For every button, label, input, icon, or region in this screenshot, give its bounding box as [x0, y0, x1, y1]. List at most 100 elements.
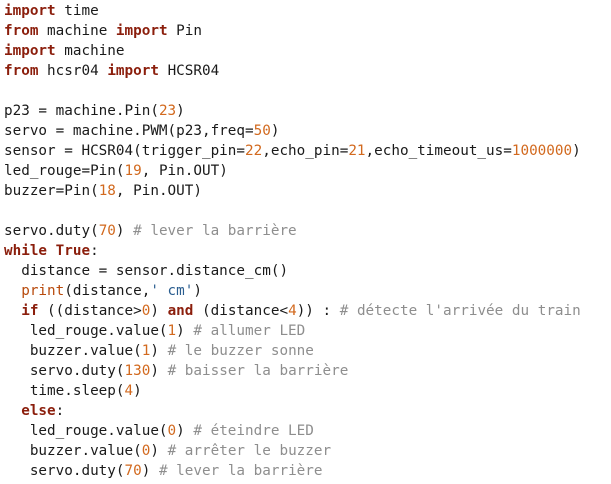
- code-line[interactable]: import machine: [4, 41, 611, 61]
- code-token: ,echo_pin=: [262, 143, 349, 159]
- number-token: 19: [124, 163, 142, 179]
- code-token: ): [176, 323, 194, 339]
- code-line[interactable]: print(distance,' cm'): [4, 281, 611, 301]
- keyword-token: import: [107, 63, 159, 79]
- code-token: buzzer.value(: [4, 343, 142, 359]
- code-line[interactable]: from hcsr04 import HCSR04: [4, 61, 611, 81]
- code-token: machine: [55, 43, 125, 59]
- keyword-token: True: [55, 243, 91, 259]
- code-token: led_rouge=Pin(: [4, 163, 125, 179]
- code-token: ): [150, 303, 168, 319]
- code-token: :: [90, 243, 99, 259]
- code-token: HCSR04: [158, 63, 220, 79]
- string-token: ' cm': [150, 283, 194, 299]
- code-line[interactable]: [4, 81, 611, 101]
- comment-token: # arrêter le buzzer: [167, 443, 332, 459]
- code-line[interactable]: p23 = machine.Pin(23): [4, 101, 611, 121]
- number-token: 0: [167, 423, 177, 439]
- code-token: ): [270, 123, 280, 139]
- code-token: buzzer=Pin(: [4, 183, 99, 199]
- code-line[interactable]: buzzer.value(0) # arrêter le buzzer: [4, 441, 611, 461]
- code-token: , Pin.OUT): [115, 183, 202, 199]
- keyword-token: else: [21, 403, 56, 419]
- code-line[interactable]: buzzer.value(1) # le buzzer sonne: [4, 341, 611, 361]
- number-token: 0: [141, 303, 151, 319]
- keyword-token: while: [4, 243, 48, 259]
- code-token: ): [150, 443, 168, 459]
- number-token: 70: [124, 463, 142, 479]
- code-token: hcsr04: [38, 63, 108, 79]
- number-token: 50: [253, 123, 271, 139]
- keyword-token: and: [167, 303, 194, 319]
- code-token: [4, 403, 21, 419]
- code-token: [47, 243, 56, 259]
- code-line[interactable]: from machine import Pin: [4, 21, 611, 41]
- code-line[interactable]: led_rouge.value(1) # allumer LED: [4, 321, 611, 341]
- number-token: 1: [167, 323, 177, 339]
- code-line[interactable]: if ((distance>0) and (distance<4)) : # d…: [4, 301, 611, 321]
- code-token: ): [176, 103, 185, 119]
- comment-token: # détecte l'arrivée du train: [339, 303, 581, 319]
- code-token: ): [141, 463, 159, 479]
- code-token: machine: [38, 23, 116, 39]
- code-token: ): [150, 363, 168, 379]
- number-token: 4: [288, 303, 297, 319]
- builtin-token: print: [21, 283, 65, 299]
- code-token: servo = machine.PWM(p23,freq=: [4, 123, 254, 139]
- code-token: , Pin.OUT): [141, 163, 228, 179]
- code-token: time: [55, 3, 99, 19]
- code-line[interactable]: time.sleep(4): [4, 381, 611, 401]
- code-line[interactable]: led_rouge=Pin(19, Pin.OUT): [4, 161, 611, 181]
- code-token: led_rouge.value(: [4, 423, 168, 439]
- code-token: buzzer.value(: [4, 443, 142, 459]
- code-token: ): [150, 343, 168, 359]
- code-token: ,echo_timeout_us=: [365, 143, 512, 159]
- code-token: )) :: [296, 303, 340, 319]
- number-token: 4: [124, 383, 134, 399]
- code-line[interactable]: sensor = HCSR04(trigger_pin=22,echo_pin=…: [4, 141, 611, 161]
- code-token: ((distance>: [38, 303, 142, 319]
- code-token: led_rouge.value(: [4, 323, 168, 339]
- number-token: 21: [348, 143, 366, 159]
- code-line[interactable]: servo = machine.PWM(p23,freq=50): [4, 121, 611, 141]
- code-token: ): [133, 383, 142, 399]
- number-token: 18: [98, 183, 116, 199]
- code-token: p23 = machine.Pin(: [4, 103, 159, 119]
- code-token: (distance<: [193, 303, 289, 319]
- code-line[interactable]: import time: [4, 1, 611, 21]
- code-line[interactable]: led_rouge.value(0) # éteindre LED: [4, 421, 611, 441]
- code-token: [4, 283, 21, 299]
- code-line[interactable]: while True:: [4, 241, 611, 261]
- code-line[interactable]: else:: [4, 401, 611, 421]
- comment-token: # lever la barrière: [133, 223, 297, 239]
- number-token: 1000000: [511, 143, 573, 159]
- code-token: Pin: [167, 23, 202, 39]
- comment-token: # baisser la barrière: [167, 363, 349, 379]
- comment-token: # lever la barrière: [158, 463, 323, 479]
- code-token: :: [55, 403, 65, 419]
- comment-token: # éteindre LED: [193, 423, 314, 439]
- code-line[interactable]: [4, 201, 611, 221]
- keyword-token: if: [21, 303, 39, 319]
- code-token: ): [176, 423, 194, 439]
- number-token: 130: [124, 363, 151, 379]
- keyword-token: from: [4, 23, 39, 39]
- keyword-token: import: [4, 43, 56, 59]
- code-line[interactable]: servo.duty(70) # lever la barrière: [4, 221, 611, 241]
- code-token: sensor = HCSR04(trigger_pin=: [4, 143, 246, 159]
- code-line[interactable]: servo.duty(70) # lever la barrière: [4, 461, 611, 481]
- comment-token: # le buzzer sonne: [167, 343, 314, 359]
- code-token: ): [572, 143, 581, 159]
- number-token: 22: [245, 143, 263, 159]
- code-token: (distance,: [64, 283, 151, 299]
- keyword-token: import: [115, 23, 168, 39]
- code-line[interactable]: distance = sensor.distance_cm(): [4, 261, 611, 281]
- code-token: time.sleep(: [4, 383, 125, 399]
- code-token: [4, 303, 21, 319]
- code-line[interactable]: buzzer=Pin(18, Pin.OUT): [4, 181, 611, 201]
- number-token: 23: [158, 103, 177, 119]
- code-line[interactable]: servo.duty(130) # baisser la barrière: [4, 361, 611, 381]
- code-token: distance = sensor.distance_cm(): [4, 263, 289, 279]
